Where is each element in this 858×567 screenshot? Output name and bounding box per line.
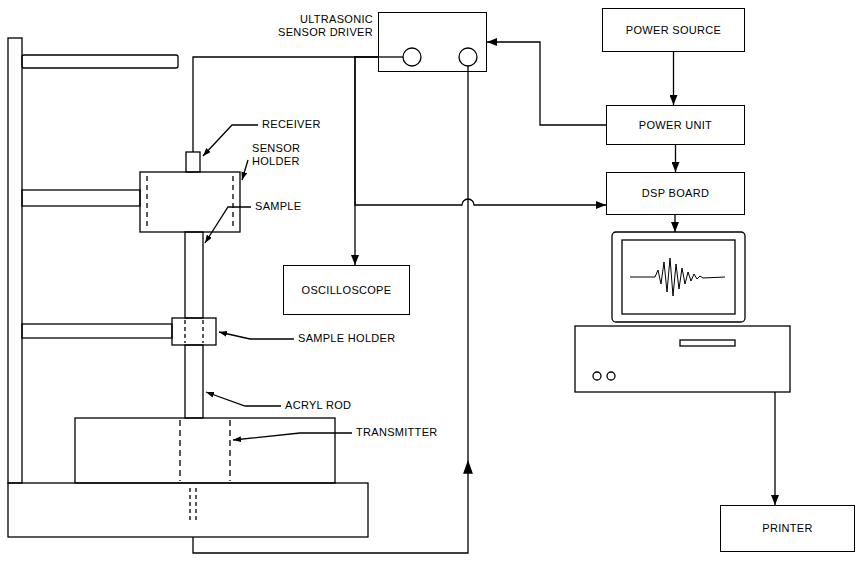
- connector-socket: [403, 48, 421, 66]
- waveform: [630, 258, 725, 296]
- data-arrow: [674, 215, 675, 232]
- monitor-screen: [622, 240, 735, 314]
- part-label: ACRYL ROD: [285, 399, 351, 412]
- connector-arrow: [673, 52, 674, 105]
- hidden-line: [179, 420, 180, 481]
- part-label: SAMPLE HOLDER: [298, 332, 395, 345]
- transmitter-block: [75, 418, 335, 483]
- device-box: OSCILLOSCOPE: [283, 265, 410, 315]
- computer-case: [575, 326, 790, 392]
- monitor: [612, 232, 745, 322]
- leader-line: [203, 125, 258, 156]
- process-box: POWER UNIT: [606, 105, 745, 145]
- hidden-line: [146, 176, 147, 228]
- hidden-line: [232, 176, 233, 228]
- hidden-line: [229, 420, 230, 481]
- leader-line: [205, 207, 251, 243]
- part-label: TRANSMITTER: [356, 426, 438, 439]
- part-label: SENSOR HOLDER: [252, 142, 310, 168]
- hidden-line: [195, 488, 196, 522]
- signal-wire: [378, 56, 403, 57]
- hidden-line: [202, 320, 203, 343]
- disk-slot: [680, 340, 735, 346]
- connector-socket: [459, 48, 477, 66]
- data-arrow: [774, 392, 775, 505]
- sample-holder: [172, 318, 216, 345]
- box-label: POWER UNIT: [639, 119, 712, 132]
- device-box: PRINTER: [720, 505, 855, 552]
- signal-wire: [193, 57, 355, 152]
- box-label: POWER SOURCE: [626, 24, 721, 37]
- leader-line: [219, 332, 294, 339]
- connector-arrow: [355, 57, 378, 265]
- sample-rod: [185, 232, 203, 318]
- connector-arrow: [355, 57, 606, 205]
- stand-arm: [22, 55, 178, 68]
- sensor-holder: [140, 172, 240, 232]
- receiver-sensor: [186, 152, 200, 172]
- box-label: PRINTER: [762, 522, 812, 535]
- connector-arrow: [487, 42, 606, 125]
- case-button: [593, 372, 601, 380]
- hidden-line: [189, 488, 190, 522]
- leader-line: [242, 160, 248, 180]
- box-label: ULTRASONIC SENSOR DRIVER: [273, 13, 373, 39]
- stand-arm: [22, 324, 172, 338]
- stand-post: [8, 38, 22, 483]
- part-label: SAMPLE: [255, 200, 301, 213]
- connector-arrow: [675, 145, 676, 172]
- process-box: DSP BOARD: [606, 172, 745, 215]
- box-label: DSP BOARD: [642, 187, 709, 200]
- process-box: POWER SOURCE: [602, 8, 745, 52]
- leader-line: [233, 433, 352, 440]
- part-label: RECEIVER: [262, 118, 321, 131]
- acryl-rod: [185, 345, 203, 418]
- base-plate: [8, 483, 368, 537]
- stand-arm: [22, 190, 140, 206]
- wire-arrowhead: [464, 462, 472, 473]
- box-label: OSCILLOSCOPE: [302, 284, 392, 297]
- driver-box: ULTRASONIC SENSOR DRIVER: [378, 12, 487, 72]
- leader-line: [206, 392, 281, 406]
- hidden-line: [184, 320, 185, 343]
- drive-wire: [193, 66, 468, 553]
- case-button: [607, 372, 615, 380]
